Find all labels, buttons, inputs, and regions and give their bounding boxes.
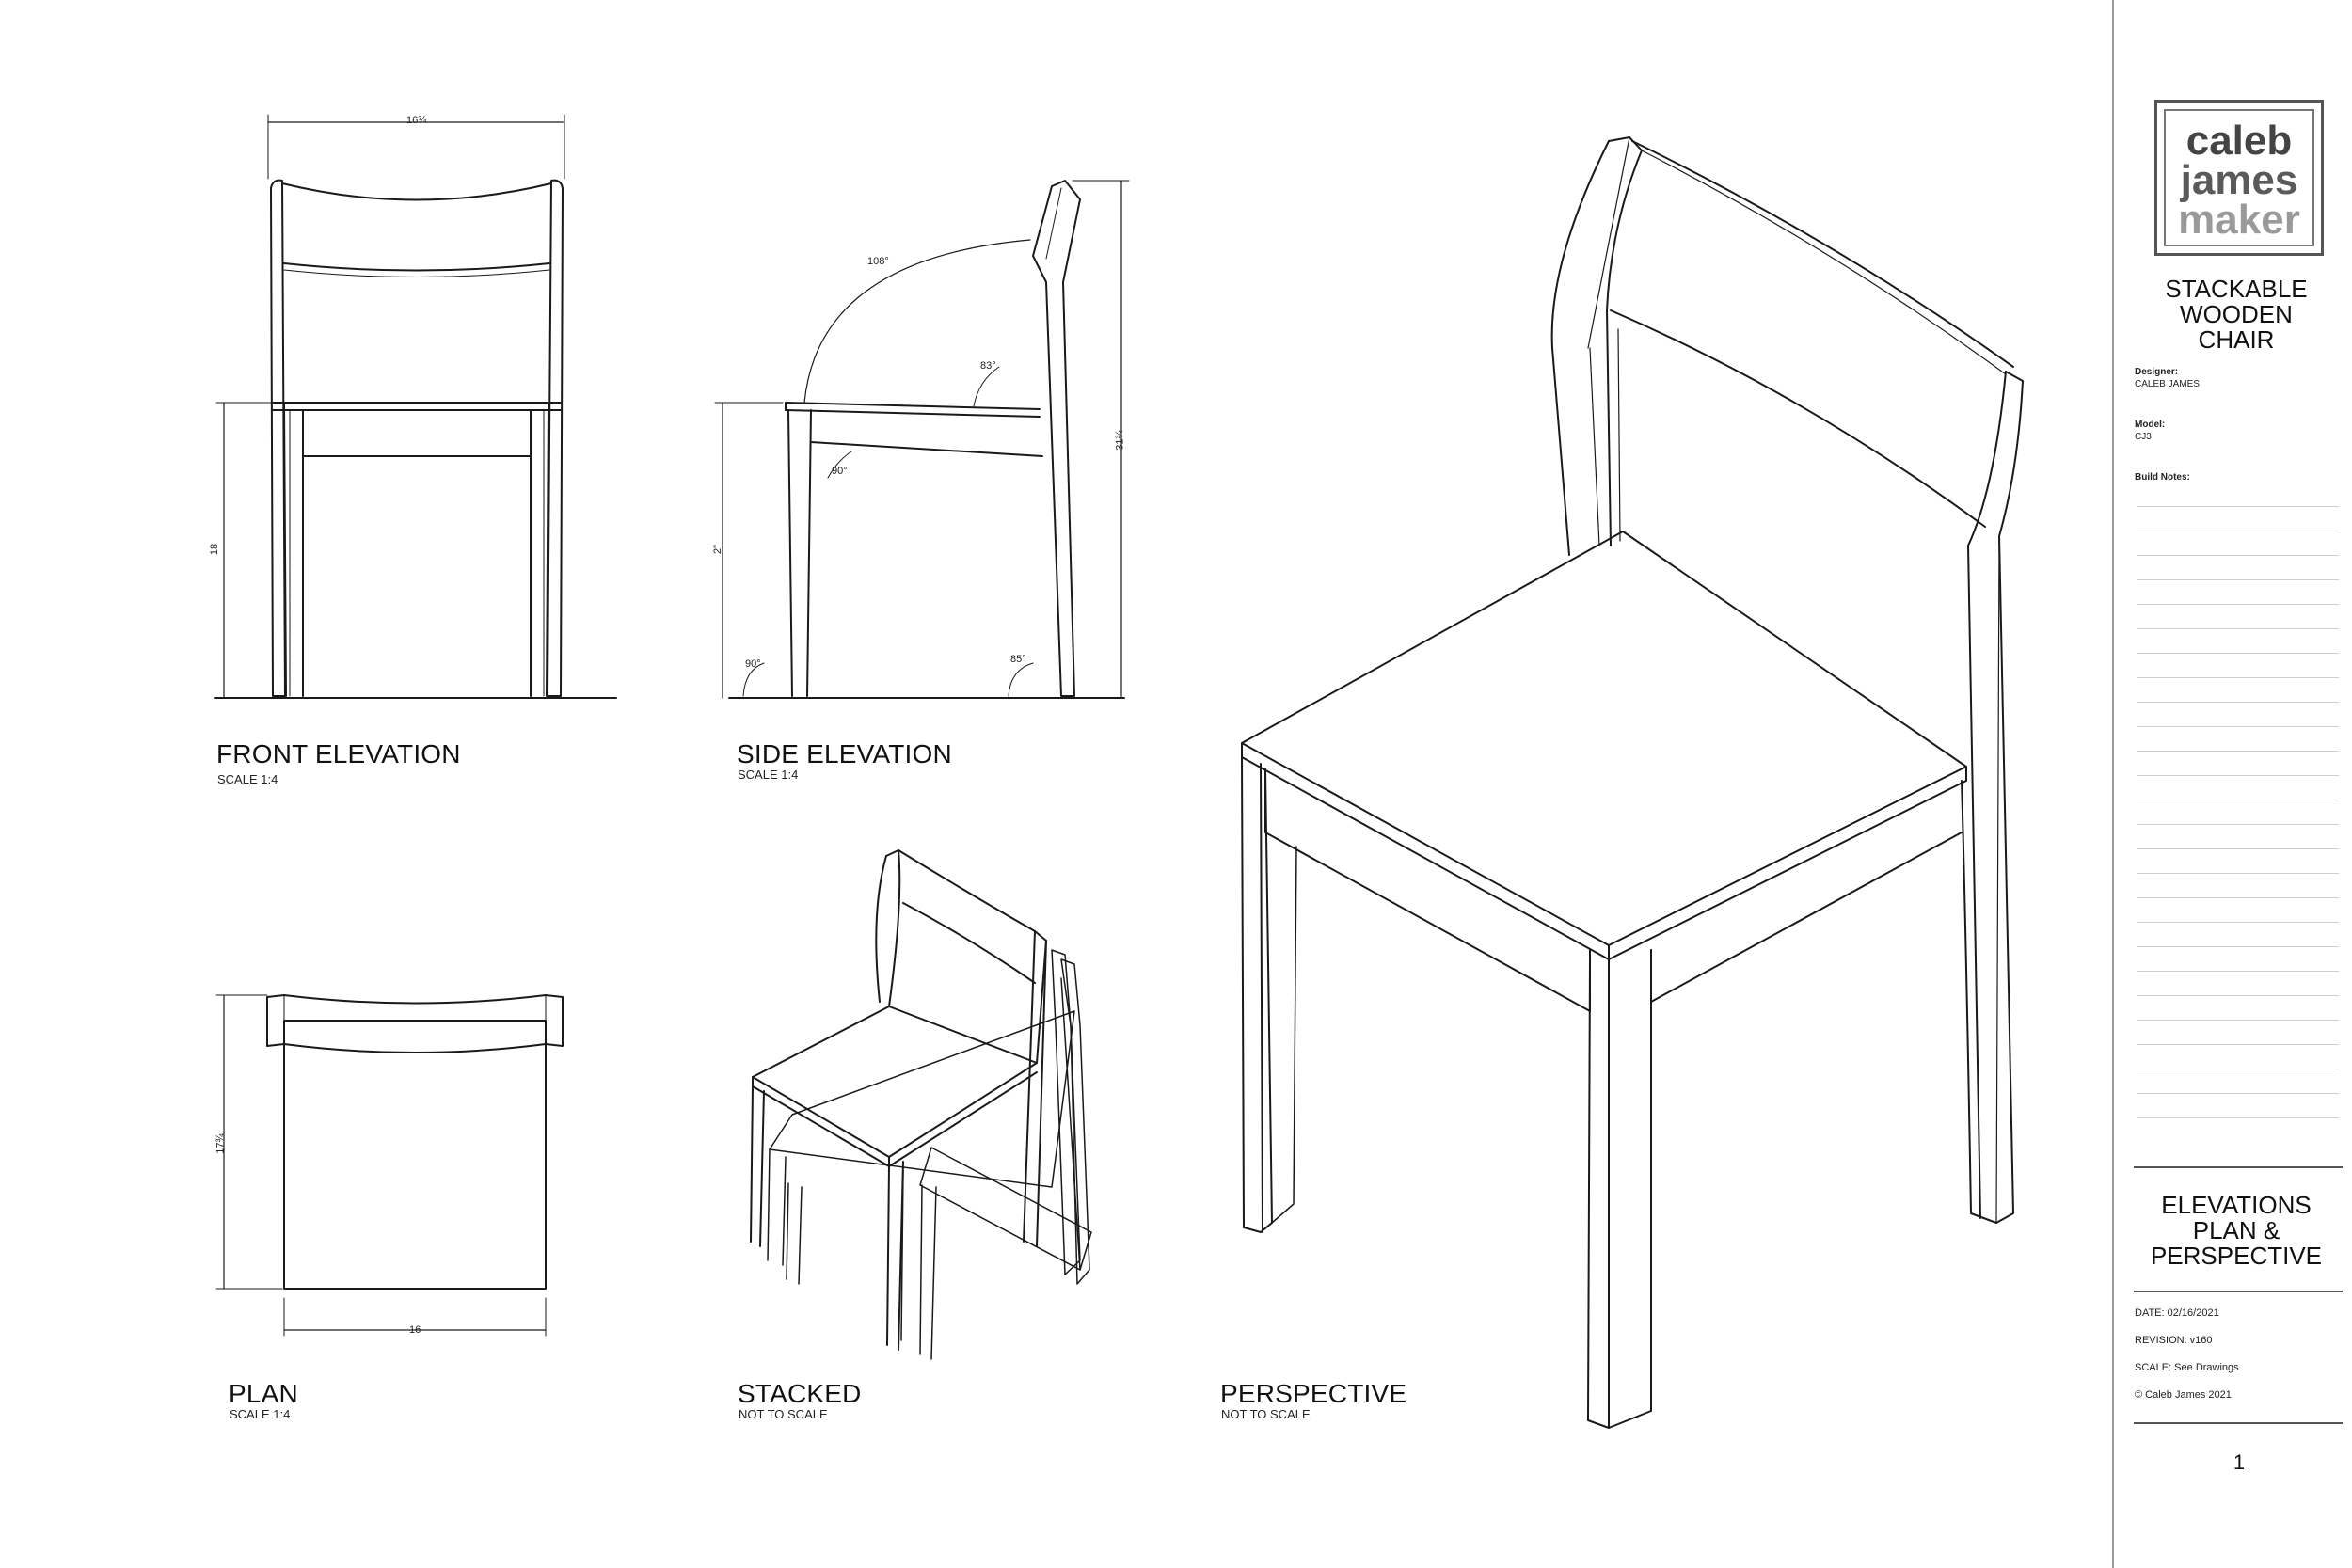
product-title: STACKABLE WOODEN CHAIR [2128,277,2344,353]
side-elevation-scale: SCALE 1:4 [738,768,799,782]
build-notes-rule [2137,971,2339,972]
perspective-drawing [1241,136,2024,1429]
build-notes-rule [2137,1117,2339,1118]
product-title-line: CHAIR [2198,325,2275,354]
build-notes-rule [2137,848,2339,849]
logo-inner-frame: caleb james maker [2164,109,2314,246]
logo-word-maker: maker [2178,197,2300,243]
build-notes-rule [2137,604,2339,605]
sheet-title: ELEVATIONS PLAN & PERSPECTIVE [2128,1193,2344,1269]
perspective-scale: NOT TO SCALE [1221,1407,1311,1421]
dim-side-back-angle: 108° [867,256,889,267]
plan-title: PLAN [229,1379,298,1408]
plan-scale: SCALE 1:4 [230,1407,291,1421]
dim-side-overall-height: 31¾ [1114,430,1126,451]
build-notes-rule [2137,873,2339,874]
build-notes-rule [2137,653,2339,654]
sheet-title-line: ELEVATIONS [2161,1191,2312,1219]
stacked-drawing [750,849,1092,1360]
dim-plan-width: 16 [409,1324,421,1336]
build-notes-rule [2137,677,2339,678]
front-elevation-title: FRONT ELEVATION [216,739,461,768]
build-notes-rule [2137,922,2339,923]
dim-side-seat-back-angle: 83° [980,360,996,372]
title-block-divider [2134,1166,2343,1168]
model-value: CJ3 [2135,432,2152,442]
build-notes-rule [2137,751,2339,752]
designer-value: CALEB JAMES [2135,379,2200,389]
build-notes-rule [2137,702,2339,703]
stacked-title: STACKED [738,1379,862,1408]
dim-side-front-angle: 90° [832,466,848,477]
build-notes-rule [2137,555,2339,556]
maker-logo: caleb james maker [2154,100,2324,256]
dim-side-foot-back: 85° [1010,654,1026,665]
dim-plan-depth: 17¾ [215,1133,227,1154]
build-notes-rule [2137,897,2339,898]
build-notes-rule [2137,1093,2339,1094]
build-notes-rule [2137,995,2339,996]
logo-word-james: james [2180,157,2298,203]
build-notes-rule [2137,946,2339,947]
dim-side-apron: 2" [712,544,724,555]
sheet-title-line: PLAN & [2192,1216,2280,1244]
sheet-title-line: PERSPECTIVE [2150,1242,2323,1270]
page-number: 1 [2233,1450,2246,1474]
build-notes-rule [2137,824,2339,825]
build-notes-rule [2137,628,2339,629]
side-elevation-drawing [714,180,1130,699]
product-title-line: WOODEN [2180,300,2293,328]
build-notes-rule [2137,726,2339,727]
build-notes-label: Build Notes: [2135,472,2190,483]
drawing-revision: REVISION: v160 [2135,1335,2213,1346]
dim-front-seat-height: 18 [209,543,221,556]
designer-label: Designer: [2135,367,2179,377]
title-block-border [2112,0,2114,1568]
model-label: Model: [2135,420,2166,430]
front-elevation-drawing [214,114,617,699]
title-block-divider [2134,1422,2343,1424]
stacked-scale: NOT TO SCALE [739,1407,828,1421]
dim-side-foot-front: 90° [745,658,761,670]
product-title-line: STACKABLE [2165,275,2308,303]
build-notes-rule [2137,1044,2339,1045]
drawing-date: DATE: 02/16/2021 [2135,1307,2219,1319]
build-notes-rule [2137,506,2339,507]
title-block-divider [2134,1291,2343,1292]
build-notes-rule [2137,579,2339,580]
plan-drawing [215,994,564,1337]
build-notes-rule [2137,775,2339,776]
copyright-notice: © Caleb James 2021 [2135,1389,2232,1401]
side-elevation-title: SIDE ELEVATION [737,739,952,768]
drawing-canvas [214,114,2024,1429]
front-elevation-scale: SCALE 1:4 [217,772,278,786]
build-notes-rule [2137,1020,2339,1021]
dim-front-width: 16¾ [406,115,427,126]
drawing-scale: SCALE: See Drawings [2135,1362,2239,1373]
perspective-title: PERSPECTIVE [1220,1379,1407,1408]
logo-word-caleb: caleb [2185,118,2293,164]
